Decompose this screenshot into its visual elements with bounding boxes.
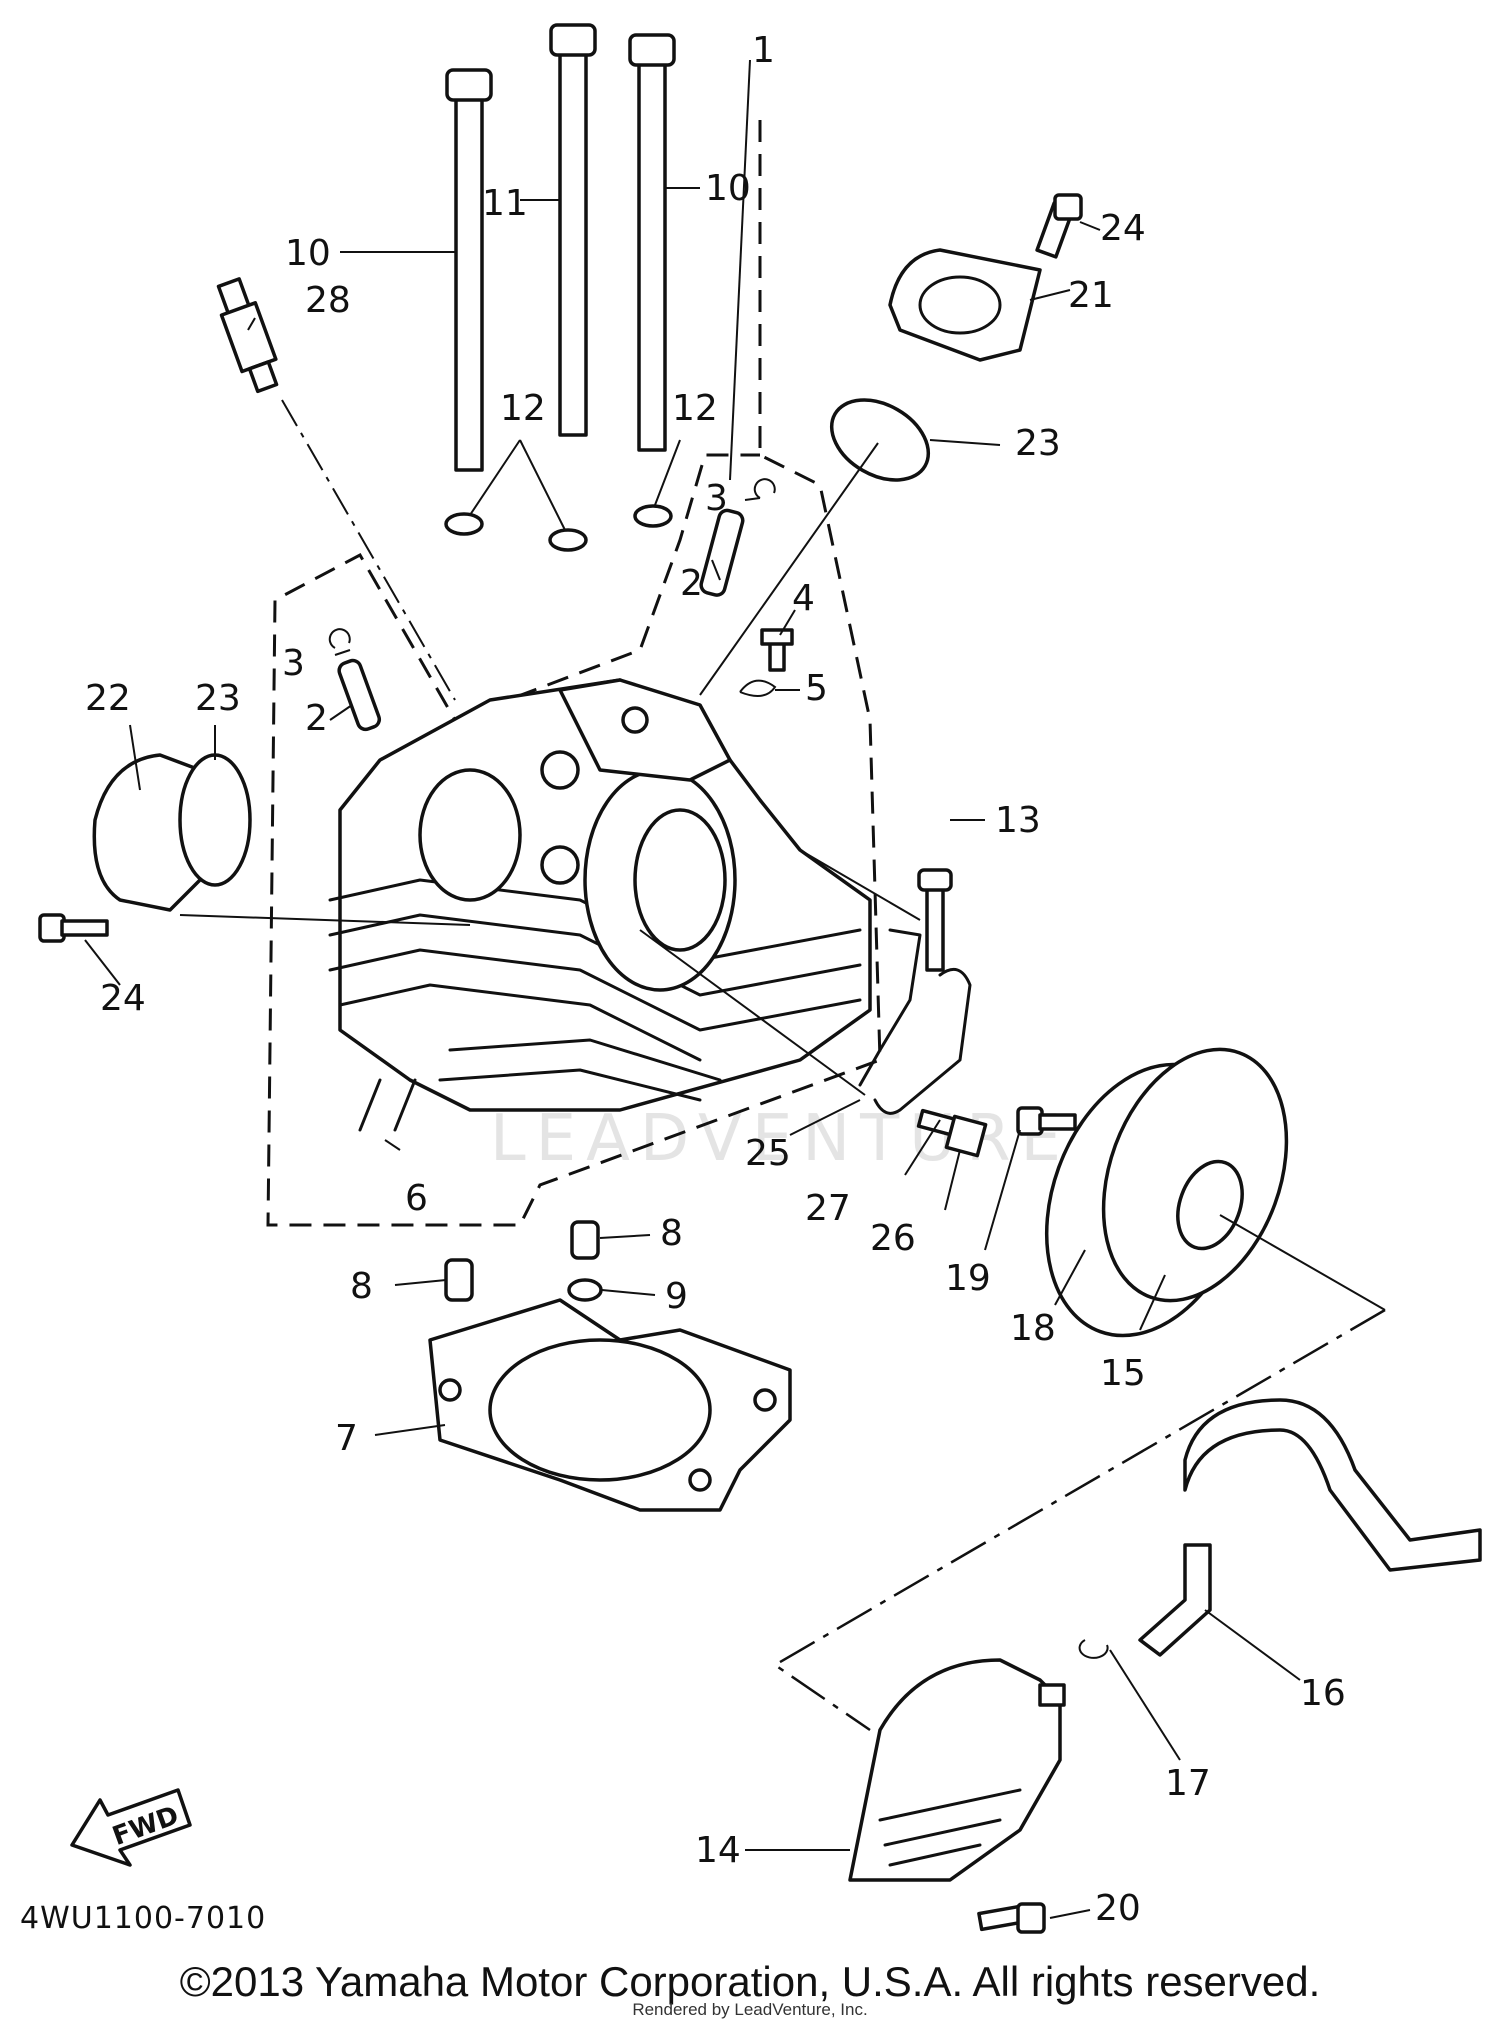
bracket-27 [873,967,972,1115]
callout-3-left: 3 [282,643,305,684]
callout-27: 27 [805,1188,851,1229]
callout-26: 26 [870,1218,916,1259]
spark-plug-28 [216,277,279,394]
callout-10-left: 10 [285,233,331,274]
callout-25: 25 [745,1133,791,1174]
washer-12-left [444,512,484,536]
callout-labels: 1 2 2 3 3 4 5 6 7 8 8 9 10 10 11 12 12 1… [85,30,1346,1929]
assembly-line-22 [179,914,471,926]
callout-28: 28 [305,280,351,321]
stud-6-a [358,1078,382,1132]
clip-3-left [328,628,351,649]
callout-11: 11 [482,183,528,224]
long-bolt-10-right [628,33,676,452]
washer-12-right [633,504,673,528]
bolt-19 [1016,1106,1077,1136]
assembly-line-15 [1219,1214,1386,1311]
callout-14: 14 [695,1830,741,1871]
callout-1: 1 [752,30,775,71]
callout-20: 20 [1095,1888,1141,1929]
callout-9: 9 [665,1276,688,1317]
callout-21: 21 [1068,275,1114,316]
hose-16-lower [1138,1543,1212,1657]
washer-9 [567,1278,603,1302]
callout-5: 5 [805,668,828,709]
clip-5 [739,679,777,697]
callout-8-right: 8 [660,1213,683,1254]
assembly-line-13 [799,849,921,921]
assembly-line-cover-14 [772,1308,1386,1732]
callout-6: 6 [405,1178,428,1219]
cylinder-head [328,678,872,1112]
cover-14 [848,1658,1066,1882]
bolt-13 [917,868,953,972]
fwd-arrow: FWD [70,1788,192,1867]
gasket-23-right [829,398,931,482]
clamp-17 [1078,1639,1109,1659]
callout-23-right: 23 [1015,423,1061,464]
callout-13: 13 [995,800,1041,841]
spark-plug-axis [281,399,456,701]
callout-16: 16 [1300,1673,1346,1714]
clip-3-right [753,478,776,499]
bolt-20 [977,1902,1046,1934]
callout-24-right: 24 [1100,208,1146,249]
leader-lines [84,59,1301,1919]
bolt-24-right [1035,193,1083,259]
callout-7: 7 [335,1418,358,1459]
callout-24-left: 24 [100,978,146,1019]
copyright-notice: ©2013 Yamaha Motor Corporation, U.S.A. A… [179,1958,1321,2005]
rendered-by-credit: Rendered by LeadVenture, Inc. [632,2000,868,2019]
callout-12-right: 12 [672,388,718,429]
long-bolt-10-left [445,68,493,472]
callout-15: 15 [1100,1353,1146,1394]
guide-25 [858,928,922,1087]
washer-12-middle [548,528,588,552]
long-bolt-11 [549,23,597,437]
callout-23-left: 23 [195,678,241,719]
drawing-code: 4WU1100-7010 [20,1901,266,1936]
dowel-8-left [444,1258,474,1302]
callout-18: 18 [1010,1308,1056,1349]
bolt-4 [760,628,794,672]
hose-16 [1183,1398,1482,1572]
cover-15 [1101,1047,1289,1303]
bolt-24-left [38,913,109,943]
valve-guide-2-right [699,508,745,597]
callout-22: 22 [85,678,131,719]
callout-19: 19 [945,1258,991,1299]
stud-6-b [393,1078,417,1132]
callout-4: 4 [792,578,815,619]
head-gasket-7 [428,1298,792,1512]
callout-8-left: 8 [350,1266,373,1307]
callout-2-left: 2 [305,698,328,739]
gasket-23-left [178,753,252,887]
callout-12-left: 12 [500,388,546,429]
valve-guide-2-left [337,658,382,732]
dowel-8-right [570,1220,600,1260]
callout-3-right: 3 [705,478,728,519]
callout-2-right: 2 [680,563,703,604]
callout-17: 17 [1165,1763,1211,1804]
callout-10-right: 10 [705,168,751,209]
assembly-line-25 [639,929,866,1096]
cylinder-head-assembly-boundary [266,120,882,1227]
bracket-21 [888,248,1042,362]
assembly-line-23 [699,442,879,696]
